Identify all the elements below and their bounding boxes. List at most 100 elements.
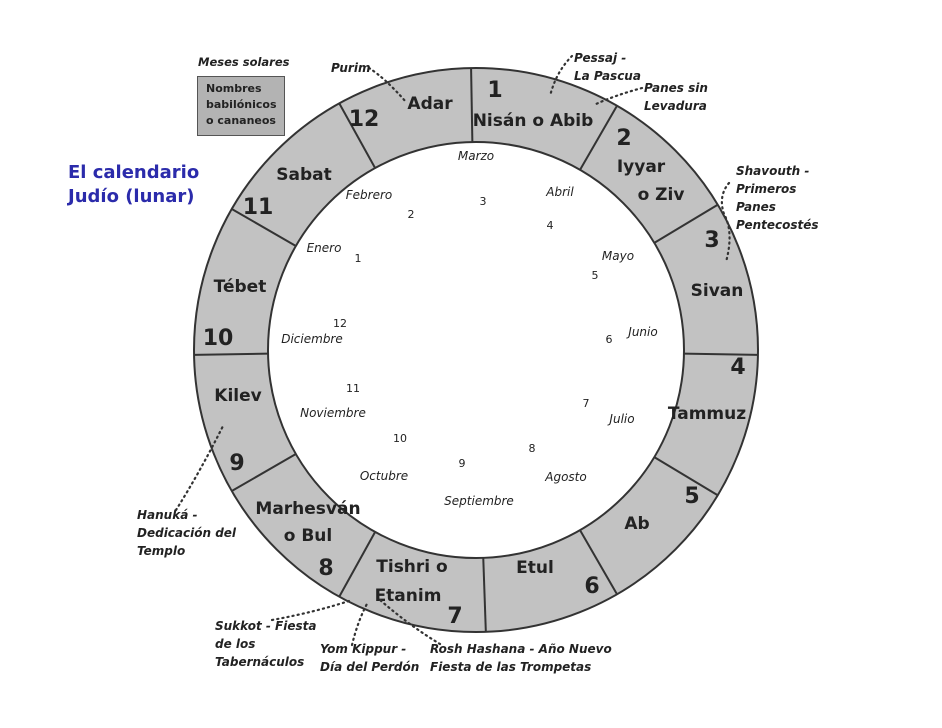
solar-month-number: 10 <box>393 432 407 445</box>
title-line-2: Judío (lunar) <box>68 186 195 207</box>
solar-month-number: 6 <box>606 333 613 346</box>
festival-label: Dedicación del <box>137 526 237 540</box>
hebrew-month-number: 4 <box>730 355 745 380</box>
month-divider <box>338 531 377 598</box>
hebrew-month-number: 1 <box>487 78 502 103</box>
festival-label: Pentecostés <box>736 218 819 232</box>
hebrew-month-number: 6 <box>584 574 599 599</box>
hebrew-month-name: Adar <box>407 94 453 114</box>
festival-leader-line <box>350 600 370 647</box>
hebrew-month-name: o Ziv <box>638 185 685 205</box>
month-divider <box>231 208 297 247</box>
solar-month-number: 11 <box>346 382 360 395</box>
month-divider <box>579 529 618 595</box>
festival-label: Primeros <box>736 182 796 196</box>
festival-leader-line <box>174 422 226 512</box>
festival-leader-line <box>594 86 644 106</box>
festival-label: Shavouth - <box>736 164 809 178</box>
hebrew-month-number: 8 <box>318 556 333 581</box>
hebrew-month-name: o Bul <box>284 526 333 546</box>
month-divider <box>482 557 487 632</box>
hebrew-month-name: Kilev <box>214 386 261 406</box>
solar-month-number: 8 <box>529 442 536 455</box>
festival-leader-line <box>378 598 442 646</box>
festival-label: Rosh Hashana - Año Nuevo <box>430 642 612 656</box>
festival-label: Yom Kippur - <box>320 642 406 656</box>
hebrew-month-number: 7 <box>447 604 462 629</box>
month-divider <box>338 102 377 169</box>
hebrew-month-name: Nisán o Abib <box>473 111 594 131</box>
solar-month-name: Mayo <box>602 249 634 263</box>
solar-month-name: Marzo <box>458 149 494 163</box>
festival-label: Tabernáculos <box>215 655 304 669</box>
ring-outer-border <box>193 67 759 633</box>
solar-month-name: Junio <box>626 325 657 339</box>
hebrew-month-name: Iyyar <box>617 157 666 177</box>
solar-month-name: Abril <box>545 185 574 199</box>
legend-box-line-3: o cananeos <box>206 114 276 127</box>
solar-month-name: Enero <box>307 241 342 255</box>
solar-month-number: 7 <box>583 397 590 410</box>
legend-box-line-1: Nombres <box>206 82 262 95</box>
festival-leader-line <box>720 181 731 264</box>
festival-label: La Pascua <box>574 69 641 83</box>
hebrew-month-number: 11 <box>243 195 274 220</box>
festival-label: Día del Perdón <box>320 660 419 674</box>
festival-leader-line <box>367 66 408 104</box>
festival-label: Purim <box>331 61 370 75</box>
solar-month-name: Septiembre <box>444 494 514 508</box>
solar-month-name: Julio <box>607 412 634 426</box>
hebrew-month-number: 9 <box>229 451 244 476</box>
month-divider <box>231 453 297 492</box>
hebrew-month-name: Sabat <box>276 165 331 185</box>
solar-month-number: 2 <box>408 208 415 221</box>
festival-label: Hanuká - <box>137 508 197 522</box>
legend-label: Meses solares <box>198 55 290 69</box>
month-ring <box>194 68 758 632</box>
festival-label: Pessaj - <box>574 51 626 65</box>
solar-month-name: Diciembre <box>281 332 343 346</box>
hebrew-month-name: Etul <box>516 558 554 578</box>
hebrew-month-name: Etanim <box>375 586 442 606</box>
festival-label: Levadura <box>644 99 707 113</box>
hebrew-month-name: Ab <box>624 514 649 534</box>
legend-box-line-2: babilónicos <box>206 98 277 111</box>
hebrew-month-name: Marhesván <box>255 499 360 519</box>
month-divider <box>683 352 758 356</box>
festival-label: Fiesta de las Trompetas <box>430 660 591 674</box>
solar-month-number: 1 <box>355 252 362 265</box>
hebrew-month-name: Sivan <box>691 281 744 301</box>
month-divider <box>653 203 719 244</box>
solar-month-number: 12 <box>333 317 347 330</box>
hebrew-month-number: 5 <box>684 484 699 509</box>
hebrew-month-number: 3 <box>704 228 719 253</box>
month-divider <box>194 352 269 356</box>
month-divider <box>653 456 719 497</box>
legend-box: Nombres babilónicos o cananeos <box>197 76 285 136</box>
title-line-1: El calendario <box>68 162 200 183</box>
hebrew-month-name: Tammuz <box>668 404 746 424</box>
solar-month-name: Noviembre <box>300 406 366 420</box>
solar-month-number: 5 <box>592 269 599 282</box>
festival-label: Templo <box>137 544 185 558</box>
festival-label: Panes sin <box>644 81 708 95</box>
hebrew-month-number: 2 <box>616 126 631 151</box>
solar-month-name: Febrero <box>346 188 393 202</box>
festival-leader-line <box>548 54 574 98</box>
festival-label: Sukkot - Fiesta <box>215 619 316 633</box>
festival-label: Panes <box>736 200 776 214</box>
solar-month-number: 9 <box>459 457 466 470</box>
hebrew-month-name: Tishri o <box>376 557 447 577</box>
solar-month-number: 4 <box>547 219 554 232</box>
solar-month-number: 3 <box>480 195 487 208</box>
hebrew-month-number: 10 <box>203 326 234 351</box>
ring-inner-border <box>267 141 685 559</box>
month-divider <box>579 105 618 171</box>
solar-month-name: Agosto <box>544 470 586 484</box>
solar-month-name: Octubre <box>360 469 408 483</box>
hebrew-month-name: Tébet <box>214 277 267 297</box>
festival-leader-line <box>270 598 354 622</box>
hebrew-month-number: 12 <box>349 107 380 132</box>
festival-label: de los <box>215 637 255 651</box>
